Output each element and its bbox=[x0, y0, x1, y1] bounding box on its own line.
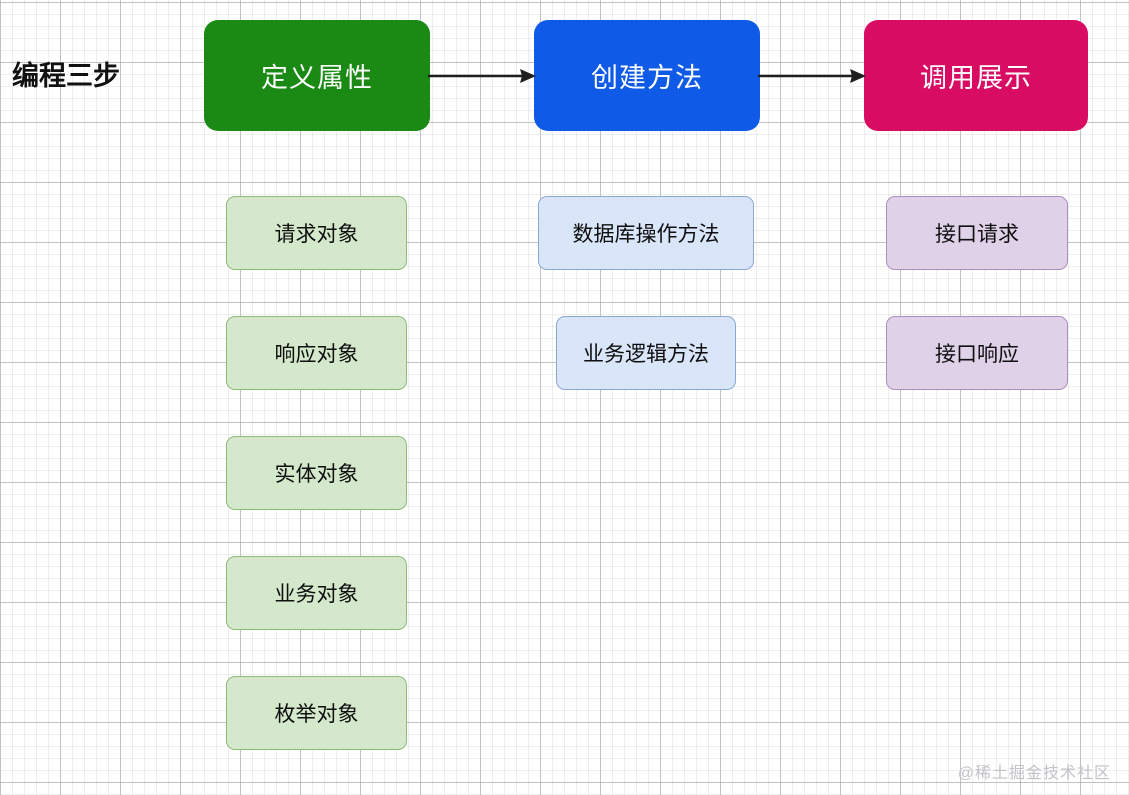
item-box-response-object[interactable]: 响应对象 bbox=[226, 316, 407, 390]
item-box-enum-object[interactable]: 枚举对象 bbox=[226, 676, 407, 750]
arrow-create-to-invoke-icon bbox=[758, 69, 866, 83]
item-label: 实体对象 bbox=[274, 463, 359, 486]
stage-label-define: 定义属性 bbox=[261, 63, 373, 93]
watermark: @稀土掘金技术社区 bbox=[957, 765, 1111, 782]
item-box-business-logic-method[interactable]: 业务逻辑方法 bbox=[556, 316, 736, 390]
item-label: 响应对象 bbox=[274, 343, 359, 366]
item-box-api-response[interactable]: 接口响应 bbox=[886, 316, 1068, 390]
item-label: 接口请求 bbox=[935, 223, 1019, 246]
item-box-business-object[interactable]: 业务对象 bbox=[226, 556, 407, 630]
item-label: 数据库操作方法 bbox=[572, 223, 720, 246]
stage-box-define[interactable]: 定义属性 bbox=[204, 20, 430, 131]
page-title: 编程三步 bbox=[12, 61, 120, 91]
item-label: 请求对象 bbox=[274, 223, 359, 246]
item-label: 接口响应 bbox=[935, 343, 1019, 366]
item-box-entity-object[interactable]: 实体对象 bbox=[226, 436, 407, 510]
arrow-define-to-create-icon bbox=[428, 69, 536, 83]
item-box-database-operation-method[interactable]: 数据库操作方法 bbox=[538, 196, 754, 270]
item-label: 业务逻辑方法 bbox=[583, 343, 709, 366]
item-box-api-request[interactable]: 接口请求 bbox=[886, 196, 1068, 270]
stage-label-invoke: 调用展示 bbox=[920, 63, 1032, 93]
stage-box-invoke[interactable]: 调用展示 bbox=[864, 20, 1088, 131]
item-label: 业务对象 bbox=[274, 583, 359, 606]
item-box-request-object[interactable]: 请求对象 bbox=[226, 196, 407, 270]
item-label: 枚举对象 bbox=[274, 703, 359, 726]
stage-label-create: 创建方法 bbox=[591, 63, 703, 93]
stage-box-create[interactable]: 创建方法 bbox=[534, 20, 760, 131]
